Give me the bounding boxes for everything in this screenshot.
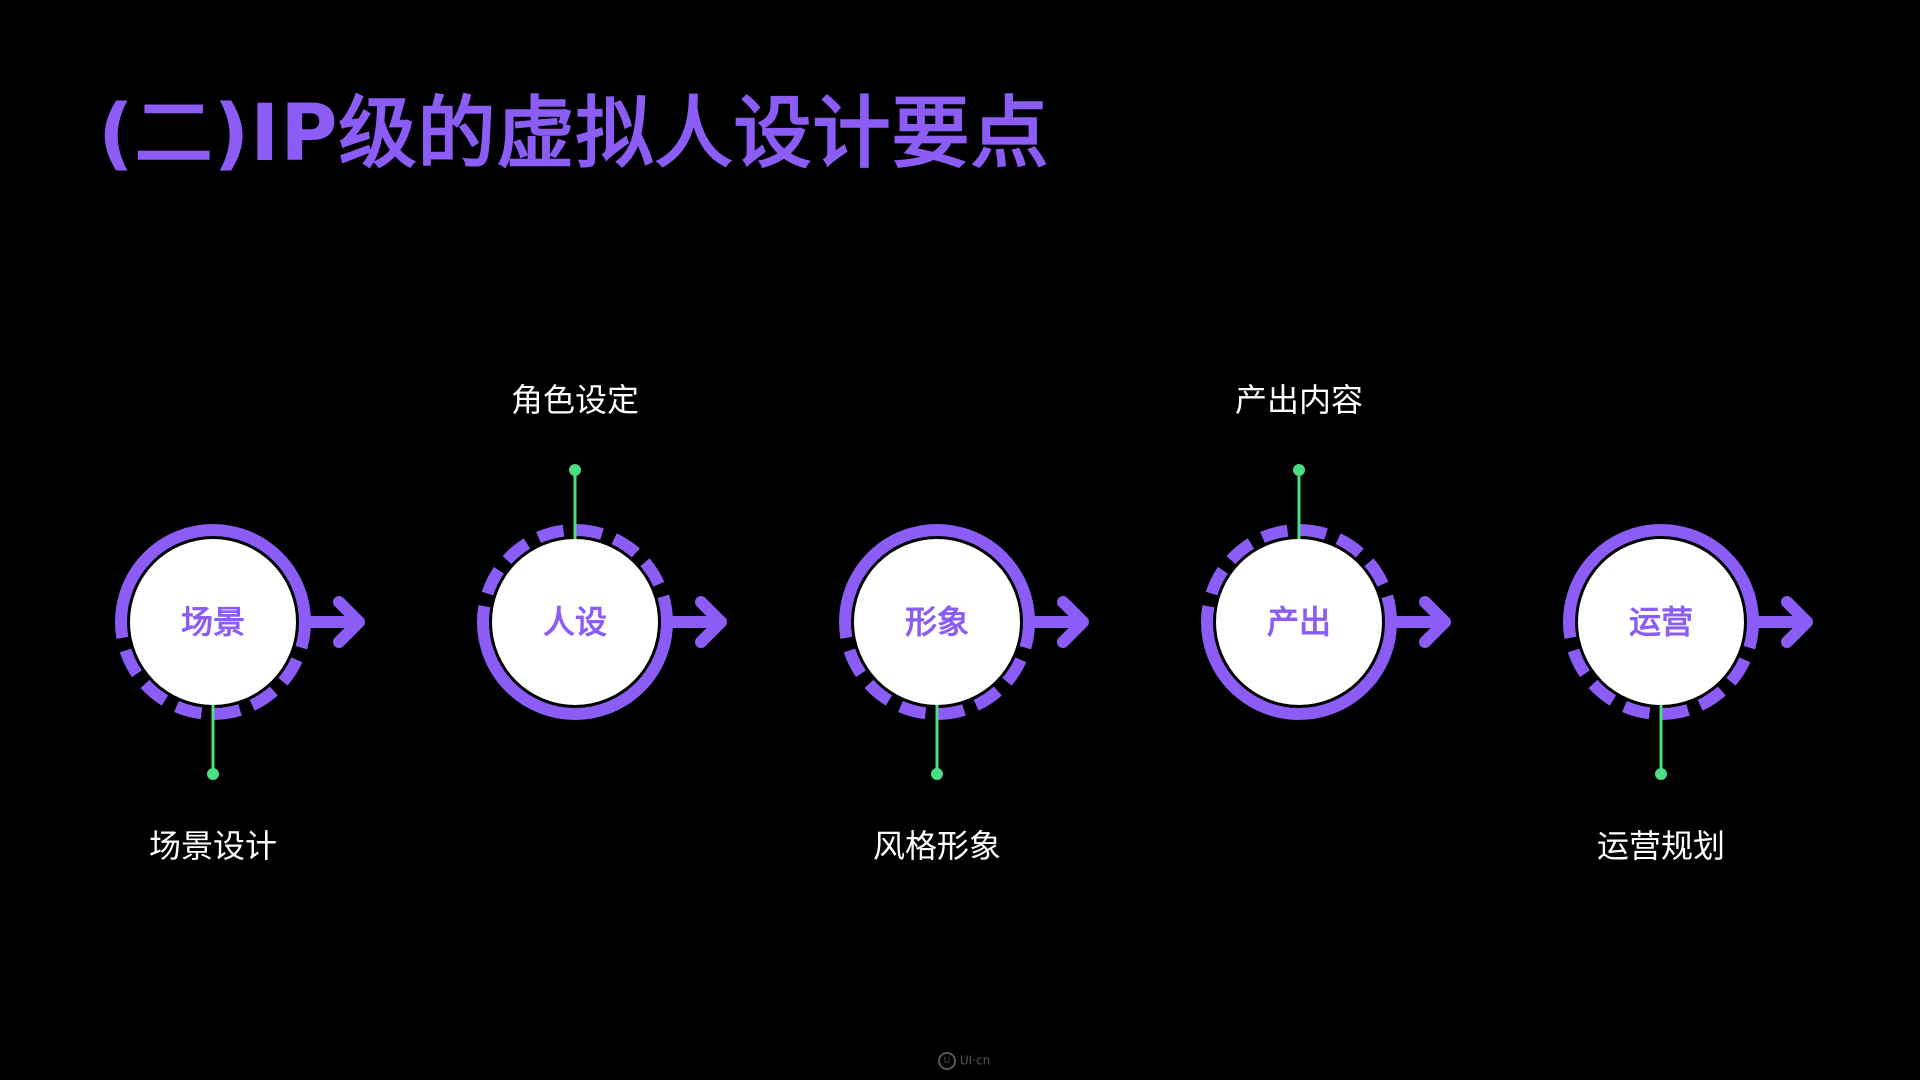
step-node	[1578, 539, 1744, 705]
connector-dot	[931, 768, 943, 780]
step-label: 场景	[181, 603, 245, 641]
step-caption: 风格形象	[873, 827, 1001, 865]
arrow-head	[695, 596, 727, 648]
ring-solid-arc	[1201, 621, 1397, 720]
connector-dot	[1655, 768, 1667, 780]
page-title: (二)IP级的虚拟人设计要点	[98, 89, 1050, 179]
ring-solid-arc	[477, 621, 673, 720]
ring-solid-arc	[839, 524, 1035, 623]
watermark: U UI·cn	[938, 1052, 990, 1070]
step-caption: 角色设定	[511, 381, 639, 419]
step-node	[492, 539, 658, 705]
ring-dashed-arc	[1201, 524, 1397, 623]
step-node	[1216, 539, 1382, 705]
ring-dashed-arc	[477, 524, 673, 623]
watermark-text: UI·cn	[959, 1053, 991, 1068]
ring-dashed-arc	[839, 621, 1035, 720]
arrow-head	[1057, 596, 1089, 648]
watermark-logo-icon: U	[938, 1052, 956, 1070]
arrow-right-icon	[299, 596, 365, 648]
ring-solid-arc	[115, 524, 311, 623]
step-caption: 场景设计	[149, 827, 277, 865]
step-label: 人设	[543, 603, 607, 641]
step-node	[130, 539, 296, 705]
arrow-head	[333, 596, 365, 648]
connector-dot	[207, 768, 219, 780]
arrow-right-icon	[661, 596, 727, 648]
arrow-right-icon	[1385, 596, 1451, 648]
step-node	[854, 539, 1020, 705]
ring-dashed-arc	[115, 621, 311, 720]
connector-dot	[569, 464, 581, 476]
arrow-right-icon	[1747, 596, 1813, 648]
step-caption: 运营规划	[1597, 827, 1725, 865]
ring-solid-arc	[1563, 524, 1759, 623]
arrow-head	[1419, 596, 1451, 648]
step-label: 形象	[905, 603, 969, 641]
step-label: 运营	[1629, 603, 1693, 641]
arrow-right-icon	[1023, 596, 1089, 648]
connector-dot	[1293, 464, 1305, 476]
ring-dashed-arc	[1563, 621, 1759, 720]
arrow-head	[1781, 596, 1813, 648]
step-caption: 产出内容	[1235, 381, 1363, 419]
step-label: 产出	[1267, 603, 1331, 641]
